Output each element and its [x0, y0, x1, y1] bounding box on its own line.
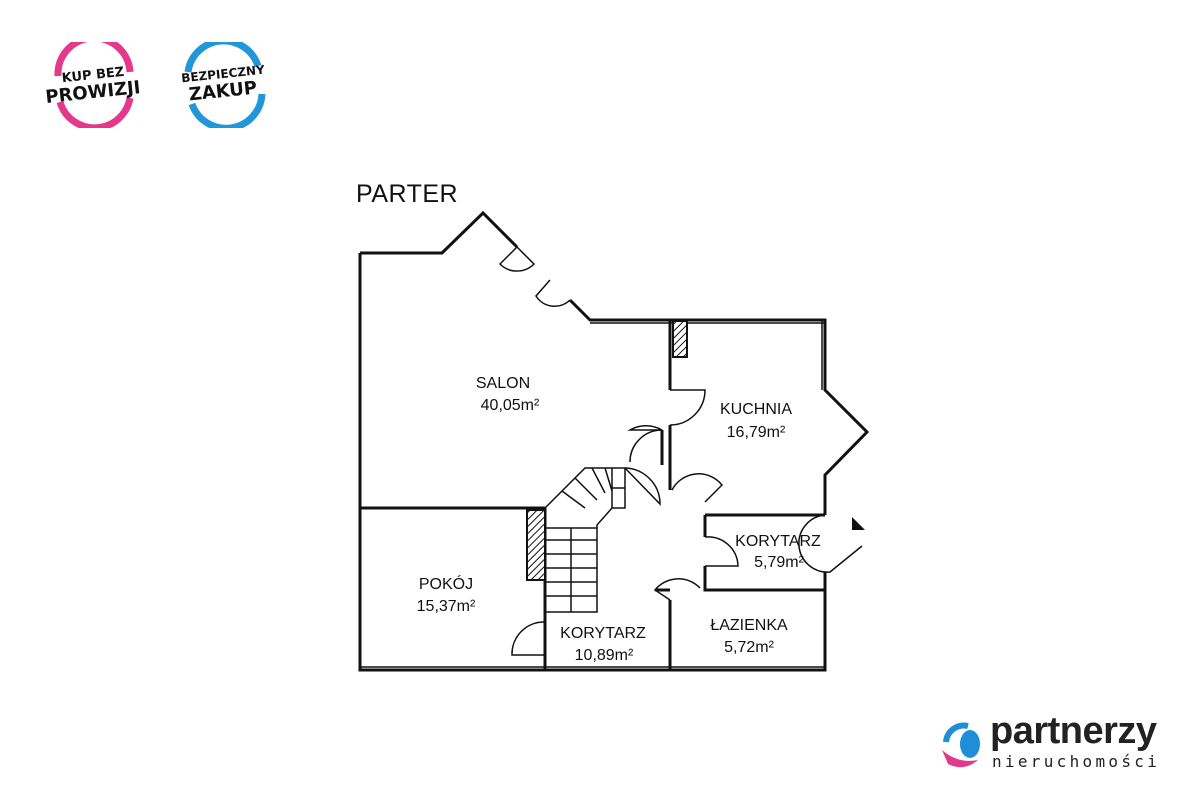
- room-kuchnia: KUCHNIA 16,79m²: [720, 401, 792, 441]
- room-name: SALON: [476, 375, 530, 392]
- room-name: KORYTARZ: [735, 533, 821, 550]
- badge-kup-bez-prowizji: KUP BEZ PROWIZJI: [44, 42, 141, 128]
- stairs: [544, 467, 626, 613]
- doors: [498, 245, 863, 656]
- room-lazienka: ŁAZIENKA 5,72m²: [710, 617, 788, 656]
- walls: [358, 210, 870, 672]
- brand-subtitle: nieruchomości: [992, 752, 1161, 771]
- room-salon: SALON 40,05m²: [476, 375, 540, 414]
- room-name: ŁAZIENKA: [710, 617, 788, 634]
- room-area: 5,79m²: [754, 554, 804, 571]
- windows: [360, 320, 825, 668]
- brand-name: partnerzy: [990, 710, 1157, 752]
- floor-title: PARTER: [356, 180, 459, 208]
- pink-ring-icon: [54, 42, 134, 128]
- room-name: KUCHNIA: [720, 401, 792, 418]
- room-name: POKÓJ: [419, 574, 473, 593]
- entrance-arrow-icon: [852, 517, 865, 530]
- badge-bezpieczny-zakup: BEZPIECZNY ZAKUP: [180, 42, 266, 128]
- brand-mark-icon: [942, 722, 980, 768]
- room-korytarz-small: KORYTARZ 5,79m²: [735, 533, 821, 571]
- room-area: 5,72m²: [724, 639, 774, 656]
- room-area: 16,79m²: [727, 424, 786, 441]
- room-pokoj: POKÓJ 15,37m²: [417, 574, 476, 615]
- room-area: 10,89m²: [575, 647, 634, 664]
- brand-logo: partnerzy nieruchomości: [938, 712, 1168, 772]
- room-area: 15,37m²: [417, 598, 476, 615]
- blue-ring-icon: [184, 42, 266, 128]
- room-korytarz-main: KORYTARZ 10,89m²: [560, 625, 646, 664]
- room-name: KORYTARZ: [560, 625, 646, 642]
- chimneys: [526, 320, 688, 581]
- room-area: 40,05m²: [481, 397, 540, 414]
